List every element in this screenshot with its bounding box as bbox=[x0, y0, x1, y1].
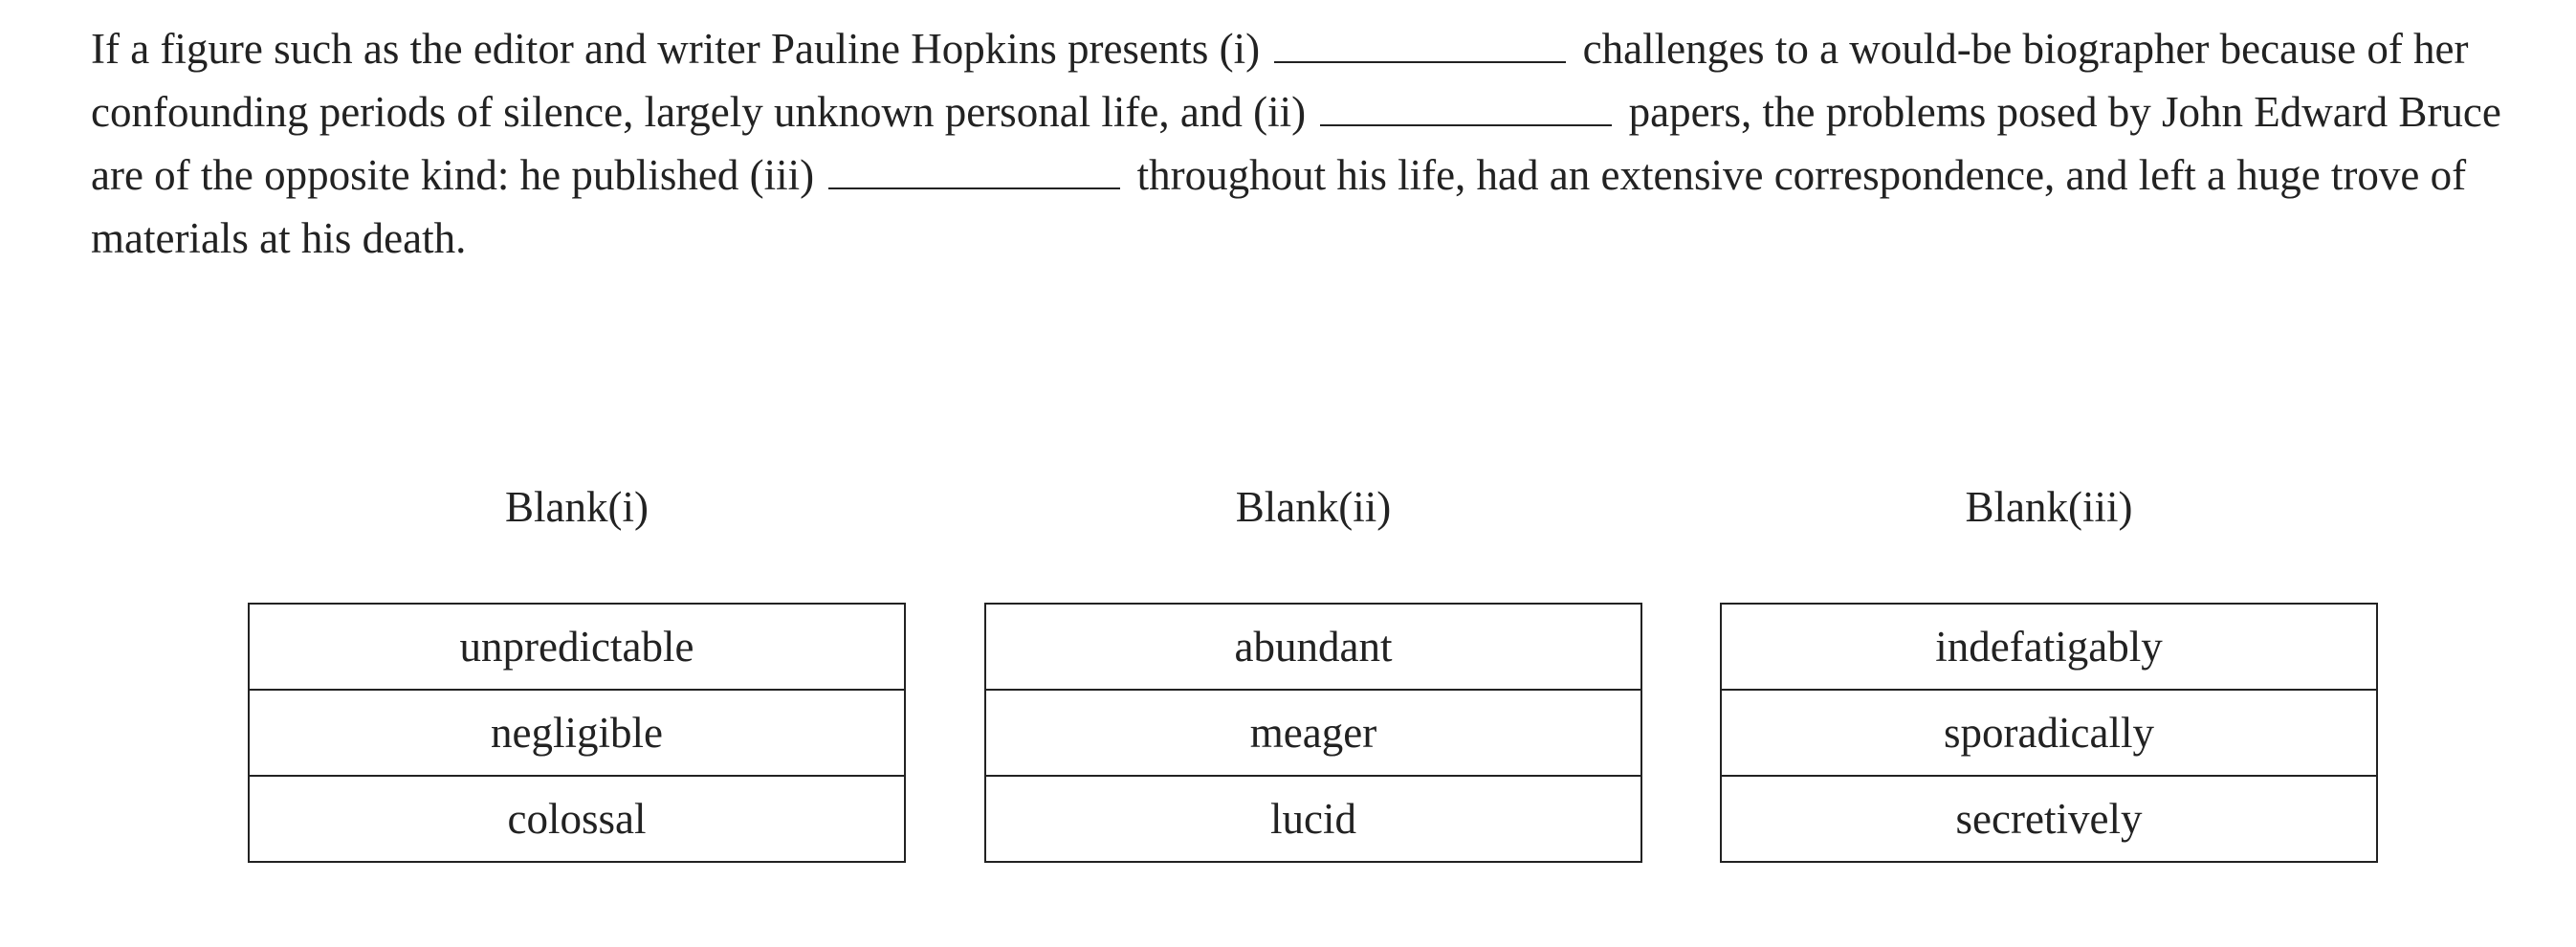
blank-ii-heading: Blank(ii) bbox=[1235, 483, 1392, 531]
question-part-1: If a figure such as the editor and write… bbox=[91, 25, 1261, 73]
blank-i-option[interactable]: negligible bbox=[250, 691, 904, 777]
blank-ii-option[interactable]: lucid bbox=[1270, 795, 1356, 843]
blank-i-options: unpredictable negligible colossal bbox=[248, 603, 906, 863]
blank-iii-options: indefatigably sporadically secretively bbox=[1720, 603, 2378, 863]
blank-iii-option[interactable]: sporadically bbox=[1722, 691, 2376, 777]
blank-iii-option[interactable]: indefatigably bbox=[1722, 605, 2376, 691]
blank-iii-column: Blank(iii) indefatigably sporadically se… bbox=[1720, 478, 2378, 863]
blank-i-option[interactable]: unpredictable bbox=[250, 605, 904, 691]
blank-ii-option[interactable]: meager bbox=[986, 691, 1640, 777]
blank-iii-heading: Blank(iii) bbox=[1965, 483, 2133, 531]
blank-i-column: Blank(i) unpredictable negligible coloss… bbox=[248, 478, 906, 863]
question-part-3: papers, the problems posed by John Edwar… bbox=[91, 88, 2501, 199]
blank-i-option[interactable]: colossal bbox=[507, 795, 647, 843]
blank-ii-line bbox=[1320, 80, 1613, 126]
blank-iii-line bbox=[828, 143, 1121, 189]
answer-columns: Blank(i) unpredictable negligible coloss… bbox=[0, 478, 2576, 880]
question-part-2: challenges to a would-be biographer beca… bbox=[91, 25, 2469, 136]
blank-iii-option[interactable]: secretively bbox=[1955, 795, 2143, 843]
blank-ii-options: abundant meager lucid bbox=[984, 603, 1642, 863]
question-part-4: throughout his life, had an extensive co… bbox=[91, 151, 2467, 262]
blank-ii-column: Blank(ii) abundant meager lucid bbox=[984, 478, 1642, 863]
blank-i-heading: Blank(i) bbox=[505, 483, 649, 531]
blank-ii-option[interactable]: abundant bbox=[986, 605, 1640, 691]
question-text: If a figure such as the editor and write… bbox=[91, 17, 2559, 270]
blank-i-line bbox=[1274, 17, 1567, 63]
